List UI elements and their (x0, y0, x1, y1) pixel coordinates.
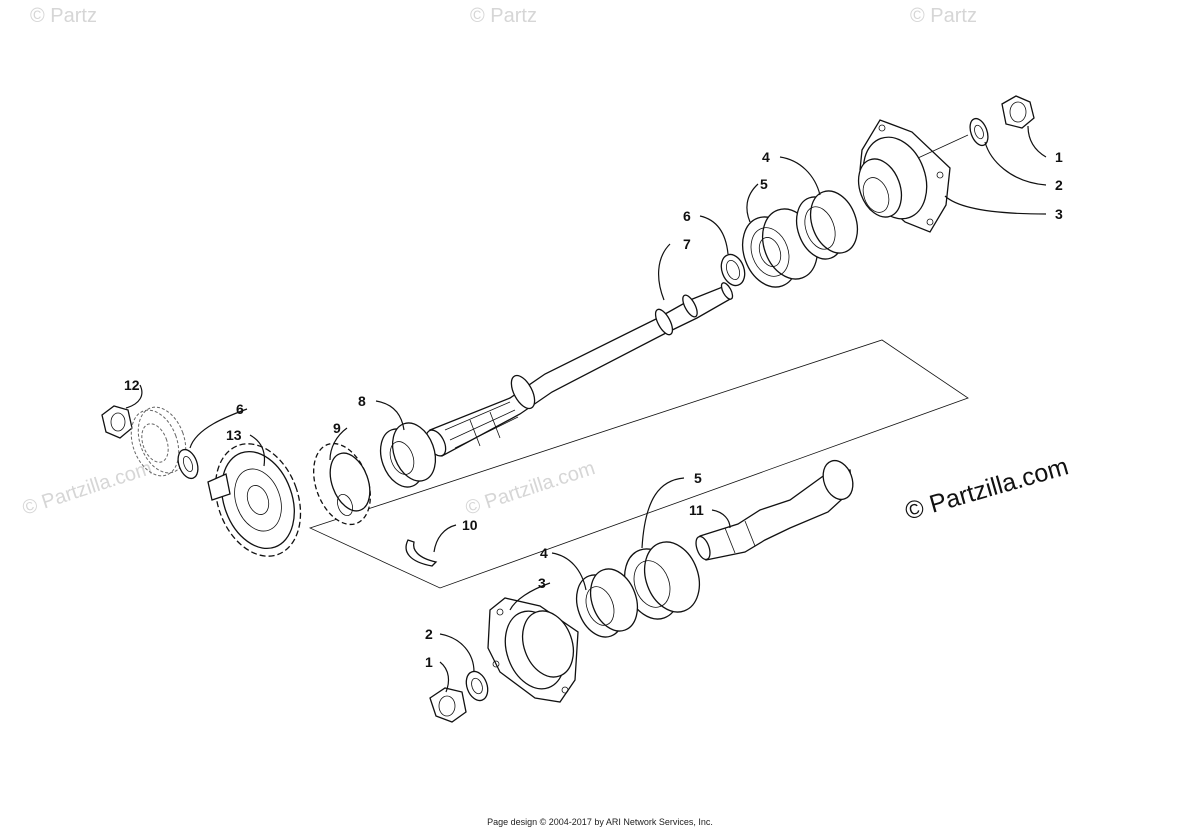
callout-1-lower: 1 (425, 654, 433, 670)
watermark-top-right: © Partz (910, 5, 977, 27)
callouts: 1 2 3 4 5 6 7 8 9 10 11 12 13 6 5 4 3 2 … (124, 149, 1063, 670)
washer-2-upper (969, 117, 989, 147)
callout-4-lower: 4 (540, 545, 548, 561)
leader-lines (125, 125, 1047, 693)
callout-1-upper: 1 (1055, 149, 1063, 165)
callout-10: 10 (462, 517, 478, 533)
bearing-8 (379, 422, 437, 488)
bearing-left-dashed (130, 406, 187, 477)
callout-6-left: 6 (236, 401, 244, 417)
hub-lower (487, 597, 579, 703)
nut-12 (101, 405, 133, 439)
watermarks: © Partz © Partz © Partz © Partzilla.com … (20, 5, 977, 520)
nut-lower (429, 687, 467, 723)
watermark-top-center: © Partz (470, 5, 537, 27)
upper-axle-shaft (425, 282, 734, 457)
bevel-gear-9 (313, 442, 371, 526)
callout-4-upper: 4 (762, 149, 770, 165)
brand-text: © Partzilla.com (902, 452, 1072, 525)
footer-copyright: Page design © 2004-2017 by ARI Network S… (487, 817, 713, 827)
seal-upper (795, 190, 859, 260)
lower-axle-shaft (695, 459, 854, 561)
watermark-mid-center: © Partzilla.com (463, 457, 598, 520)
callout-6-upper: 6 (683, 208, 691, 224)
callout-7: 7 (683, 236, 691, 252)
callout-8: 8 (358, 393, 366, 409)
watermark-mid-left: © Partzilla.com (20, 457, 155, 520)
callout-11: 11 (689, 502, 704, 518)
washer-left (177, 448, 199, 480)
callout-9: 9 (333, 420, 341, 436)
callout-5-lower: 5 (694, 470, 702, 486)
hub-upper (857, 119, 969, 233)
watermark-top-left: © Partz (30, 5, 97, 27)
callout-3-upper: 3 (1055, 206, 1063, 222)
callout-13: 13 (226, 427, 242, 443)
seal-lower (575, 568, 639, 638)
callout-3-lower: 3 (538, 575, 546, 591)
assembly-outline (308, 339, 969, 589)
bearing-lower (623, 541, 701, 620)
callout-12: 12 (124, 377, 140, 393)
washer-2-lower (465, 670, 489, 702)
callout-2-lower: 2 (425, 626, 433, 642)
snap-ring-10 (405, 539, 438, 567)
callout-2-upper: 2 (1055, 177, 1063, 193)
callout-5-upper: 5 (760, 176, 768, 192)
gear-13 (207, 443, 302, 557)
nut-upper (1001, 95, 1035, 129)
